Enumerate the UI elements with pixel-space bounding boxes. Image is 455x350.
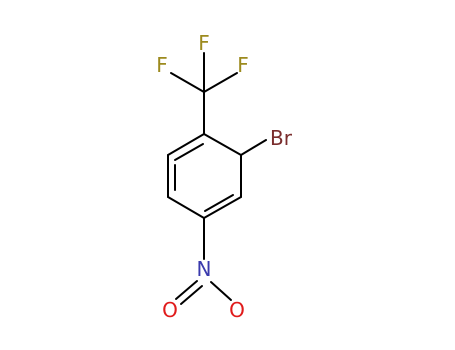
atom-f-left: F (156, 53, 168, 77)
bond-ring-c1-c2 (203, 133, 242, 156)
bond-ring-br (240, 139, 267, 156)
bond-ring-c3-c4 (203, 196, 242, 219)
bond-ring-c6-c1 (167, 133, 205, 156)
bond-ring-inner-1 (174, 143, 204, 161)
atom-f-top: F (198, 31, 210, 55)
atom-f-right: F (237, 53, 249, 77)
bond-ring-inner-3 (204, 194, 234, 212)
bond-cf3-f-right (203, 72, 238, 93)
atom-o-right: O (229, 298, 245, 322)
bond-n-o-left-b (180, 285, 203, 305)
atom-o-left: O (162, 298, 178, 322)
bond-n-o-left-a (175, 280, 198, 300)
atom-labels: F F F Br N O O (156, 31, 293, 322)
atom-br: Br (270, 126, 293, 150)
bond-cf3-f-left (170, 72, 205, 93)
bond-ring-c4-c5 (167, 196, 205, 219)
bond-n-o-right (210, 281, 232, 301)
bond-lines (167, 52, 267, 305)
atom-n: N (197, 257, 212, 281)
